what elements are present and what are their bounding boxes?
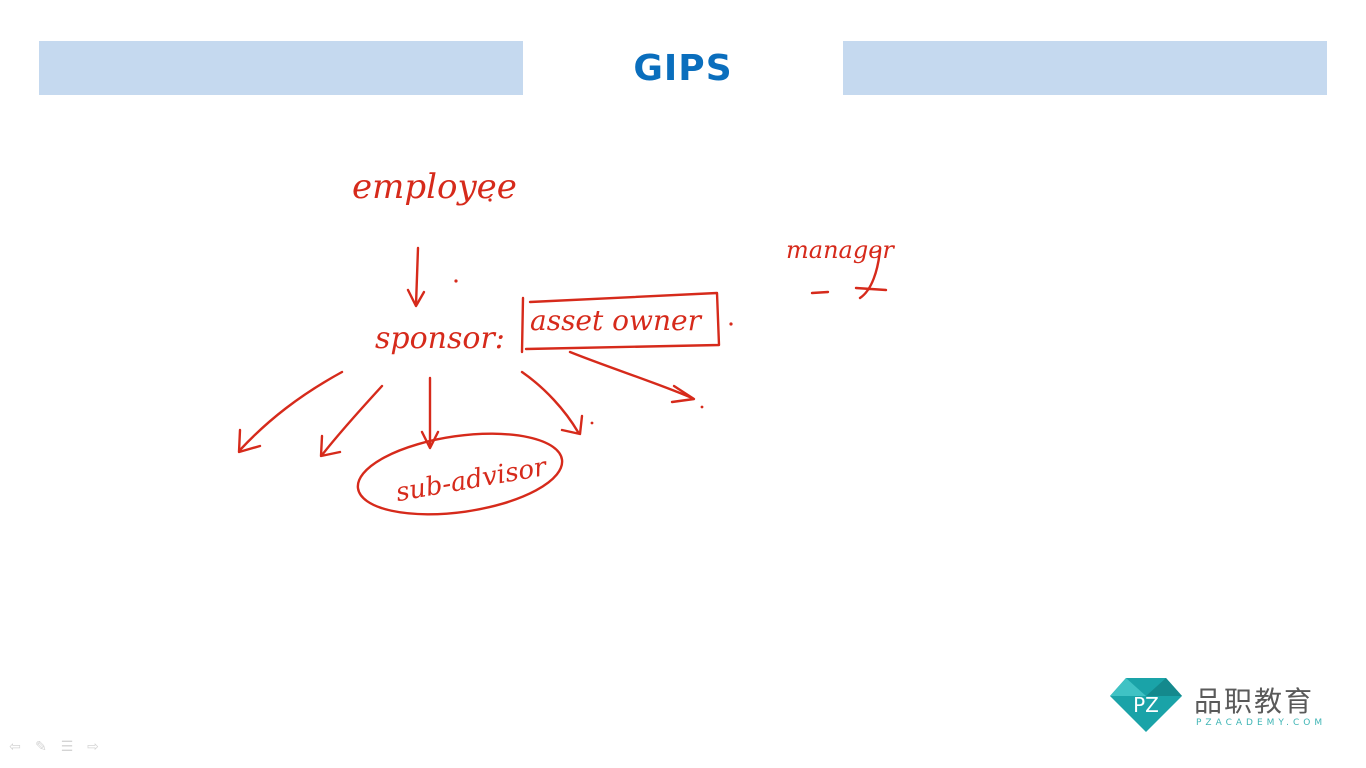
arrowhead — [319, 434, 342, 458]
manager-dash — [810, 290, 830, 295]
ink-dot — [700, 405, 704, 409]
ink-dot — [729, 322, 733, 326]
logo-name-cn: 品职教育 — [1194, 685, 1315, 718]
annotation-sub-advisor: sub-advisor — [394, 452, 551, 508]
arrow-sponsor-4 — [520, 370, 580, 434]
logo-gem-icon: PZ — [1110, 678, 1182, 732]
menu-icon[interactable]: ☰ — [60, 738, 74, 754]
annotation-manager: manager — [786, 236, 895, 264]
ink-dot — [488, 198, 492, 202]
ink-dot — [590, 421, 594, 425]
logo-mark: PZ — [1133, 693, 1159, 717]
arrowhead — [237, 428, 262, 454]
arrow-employee-sponsor — [414, 246, 420, 307]
annotation-asset-owner: asset owner — [530, 304, 703, 337]
ink-dot — [454, 279, 458, 283]
arrowhead — [670, 384, 696, 404]
annotation-employee: employee — [352, 167, 517, 207]
arrowhead — [560, 414, 584, 436]
arrow-left-icon[interactable]: ⇦ — [9, 738, 21, 754]
title-band-right — [843, 41, 1327, 95]
arrow-asset-owner — [568, 350, 694, 400]
slide-title: GIPS — [633, 47, 733, 89]
arrow-sponsor-1 — [238, 370, 344, 452]
slide-nav-toolbar: ⇦ ✎ ☰ ⇨ — [6, 738, 102, 754]
asset-owner-box — [520, 291, 721, 354]
logo-name-en: PZACADEMY.COM — [1196, 718, 1327, 728]
pen-icon[interactable]: ✎ — [35, 738, 47, 754]
arrowhead — [406, 288, 426, 308]
manager-mark — [854, 248, 888, 300]
logo: PZ 品职教育 PZACADEMY.COM — [1108, 676, 1348, 736]
arrow-sponsor-2 — [320, 384, 384, 457]
arrow-right-icon[interactable]: ⇨ — [87, 738, 99, 754]
arrowhead — [420, 430, 440, 450]
sub-advisor-ellipse — [356, 432, 564, 516]
annotation-sponsor: sponsor: — [375, 321, 505, 356]
title-band-left — [39, 41, 523, 95]
